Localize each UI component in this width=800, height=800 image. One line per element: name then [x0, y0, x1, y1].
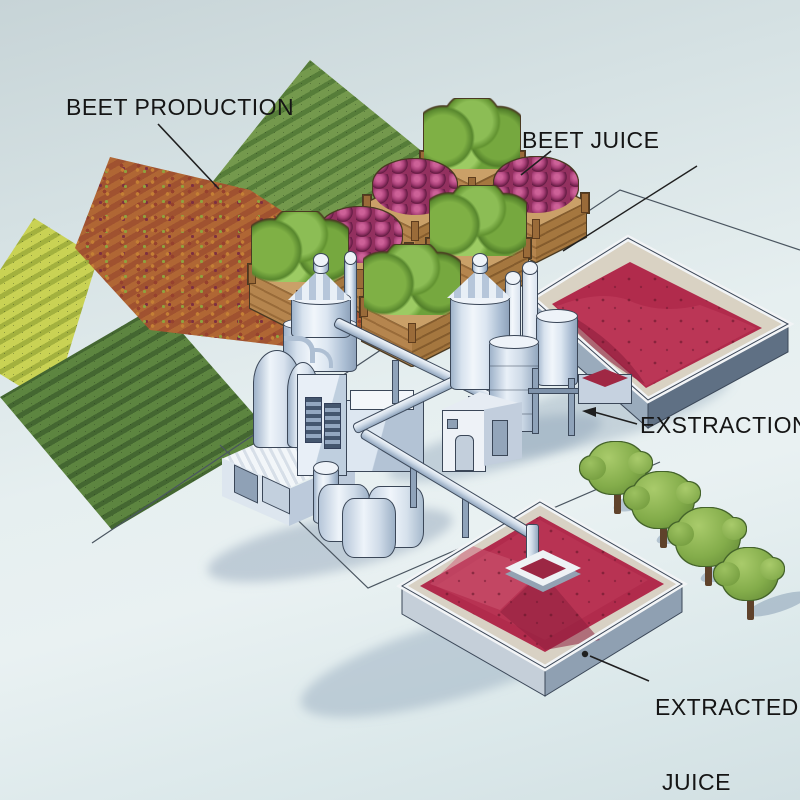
label-beet-juice: BEET JUICE	[522, 127, 660, 153]
process-tower	[297, 374, 347, 476]
pump-house-side	[484, 402, 522, 466]
crate-beet-greens	[360, 245, 465, 377]
tower-vent-grille	[324, 403, 341, 449]
label-extraction: EXSTRACTION	[640, 412, 800, 438]
leader-extraction-arrowhead	[582, 407, 596, 417]
leader-extraction	[593, 411, 638, 425]
pump-house-vent	[447, 419, 458, 429]
pump-house-side-door	[492, 420, 508, 456]
beet-greens	[252, 212, 348, 282]
label-extracted-juice: EXTRACTED JUICE	[655, 645, 799, 800]
label-extracted-juice-line2: JUICE	[662, 769, 731, 795]
leader-extracted-juice	[589, 655, 650, 682]
tree	[714, 548, 784, 620]
leader-beet-production	[157, 123, 220, 190]
right-silo-cap	[472, 253, 488, 274]
label-beet-production: BEET PRODUCTION	[66, 94, 295, 120]
beet-greens	[364, 245, 460, 315]
pulp-bin-contents	[582, 369, 628, 387]
storage-tote	[342, 498, 396, 558]
beet-pile	[494, 157, 578, 213]
tower-vent-grille	[305, 397, 322, 443]
leader-beet-juice	[520, 150, 552, 176]
beet-greens	[430, 186, 526, 256]
tree-shadow	[747, 591, 800, 617]
right-tank	[536, 309, 578, 386]
label-extracted-juice-line1: EXTRACTED	[655, 694, 799, 720]
frame-leg	[532, 368, 539, 434]
beet-greens	[424, 99, 520, 169]
silo-cap	[313, 253, 329, 274]
collar-opening	[520, 558, 566, 579]
leader-beet-juice-long	[562, 165, 698, 252]
pulp-bin	[578, 369, 632, 404]
frame-leg	[568, 378, 575, 436]
tank-pipe-hook	[311, 348, 333, 368]
tree-trunk	[613, 490, 621, 514]
leader-extracted-juice-dot	[581, 650, 589, 658]
pump-house-door	[455, 435, 474, 471]
